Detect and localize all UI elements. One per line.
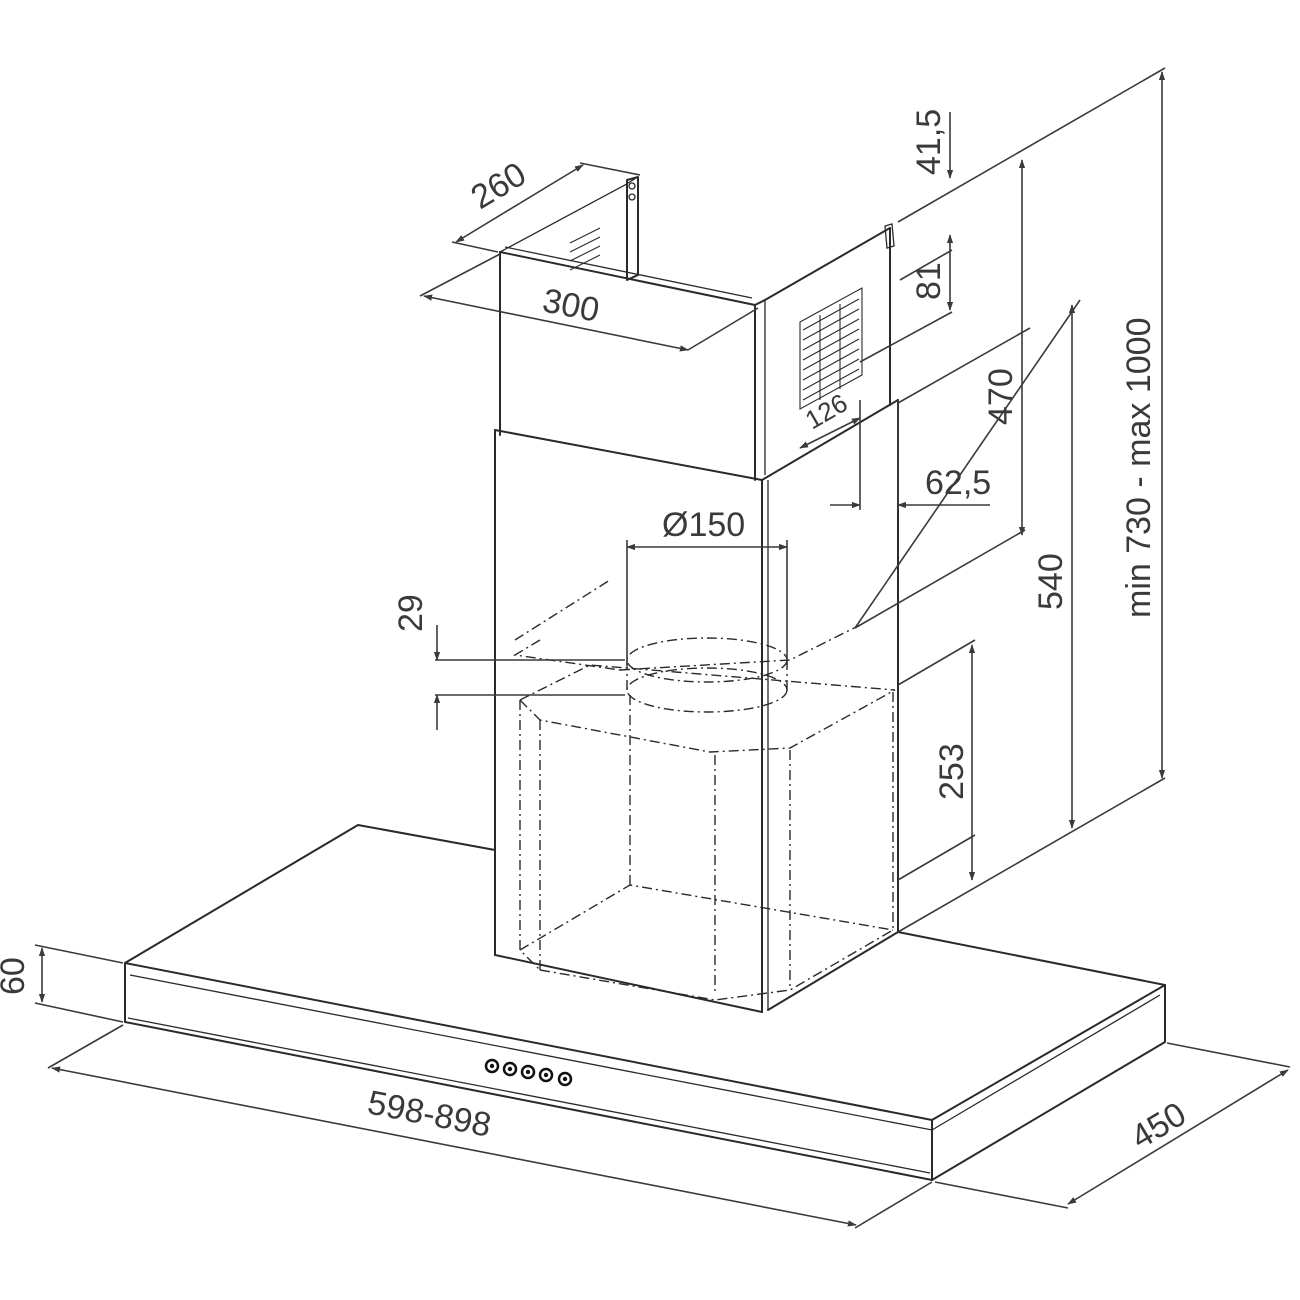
canopy-right-face [931,984,1166,1181]
label-motor-housing: 253 [933,743,971,800]
label-chimney-to-collar: 540 [1032,553,1070,610]
side-vent-grille [799,287,863,410]
lower-chimney-bottom-front [494,954,763,1013]
control-button-2[interactable] [502,1061,518,1077]
upper-chimney-right-bracket [884,223,895,249]
hidden-motor-housing [512,579,896,1001]
label-bracket-height: 81 [910,262,948,300]
label-top-offset: 41,5 [910,109,948,175]
label-chimney-width: 300 [539,282,602,330]
canopy-bevel-line [129,974,1161,1131]
label-total-height: min 730 - max 1000 [1120,318,1158,619]
label-chimney-depth: 260 [465,155,533,217]
label-hood-depth: 450 [1125,1095,1193,1157]
label-duct-diameter: Ø150 [662,506,745,544]
upper-chimney [499,176,895,481]
label-upper-chimney: 470 [982,368,1020,425]
label-bracket-width: 126 [800,388,853,436]
canopy-top-face [124,824,496,964]
label-bracket-offset: 62,5 [925,464,991,502]
hood-canopy [124,824,1166,1181]
label-hood-width: 598-898 [364,1084,494,1145]
upper-chimney-top-rim [504,246,753,299]
control-panel [484,1058,573,1087]
control-button-3[interactable] [520,1064,536,1080]
upper-chimney-bracket [626,176,639,281]
lower-chimney [494,399,899,1013]
dimension-lines [34,67,1291,1229]
upper-chimney-right-top [764,227,891,301]
wall-vent-rear [569,227,601,271]
control-button-5[interactable] [557,1071,573,1087]
bracket-hole-bottom [628,193,636,201]
label-collar-height: 29 [392,594,430,632]
bracket-hole-top [628,182,636,190]
upper-chimney-top-front [499,251,766,306]
control-button-4[interactable] [538,1067,554,1083]
canopy-top-right-edge [897,931,1166,986]
lower-chimney-bottom-side [767,931,899,1011]
label-hood-thickness: 60 [0,957,32,995]
control-button-1[interactable] [484,1058,500,1074]
lower-chimney-top-front [494,429,763,481]
